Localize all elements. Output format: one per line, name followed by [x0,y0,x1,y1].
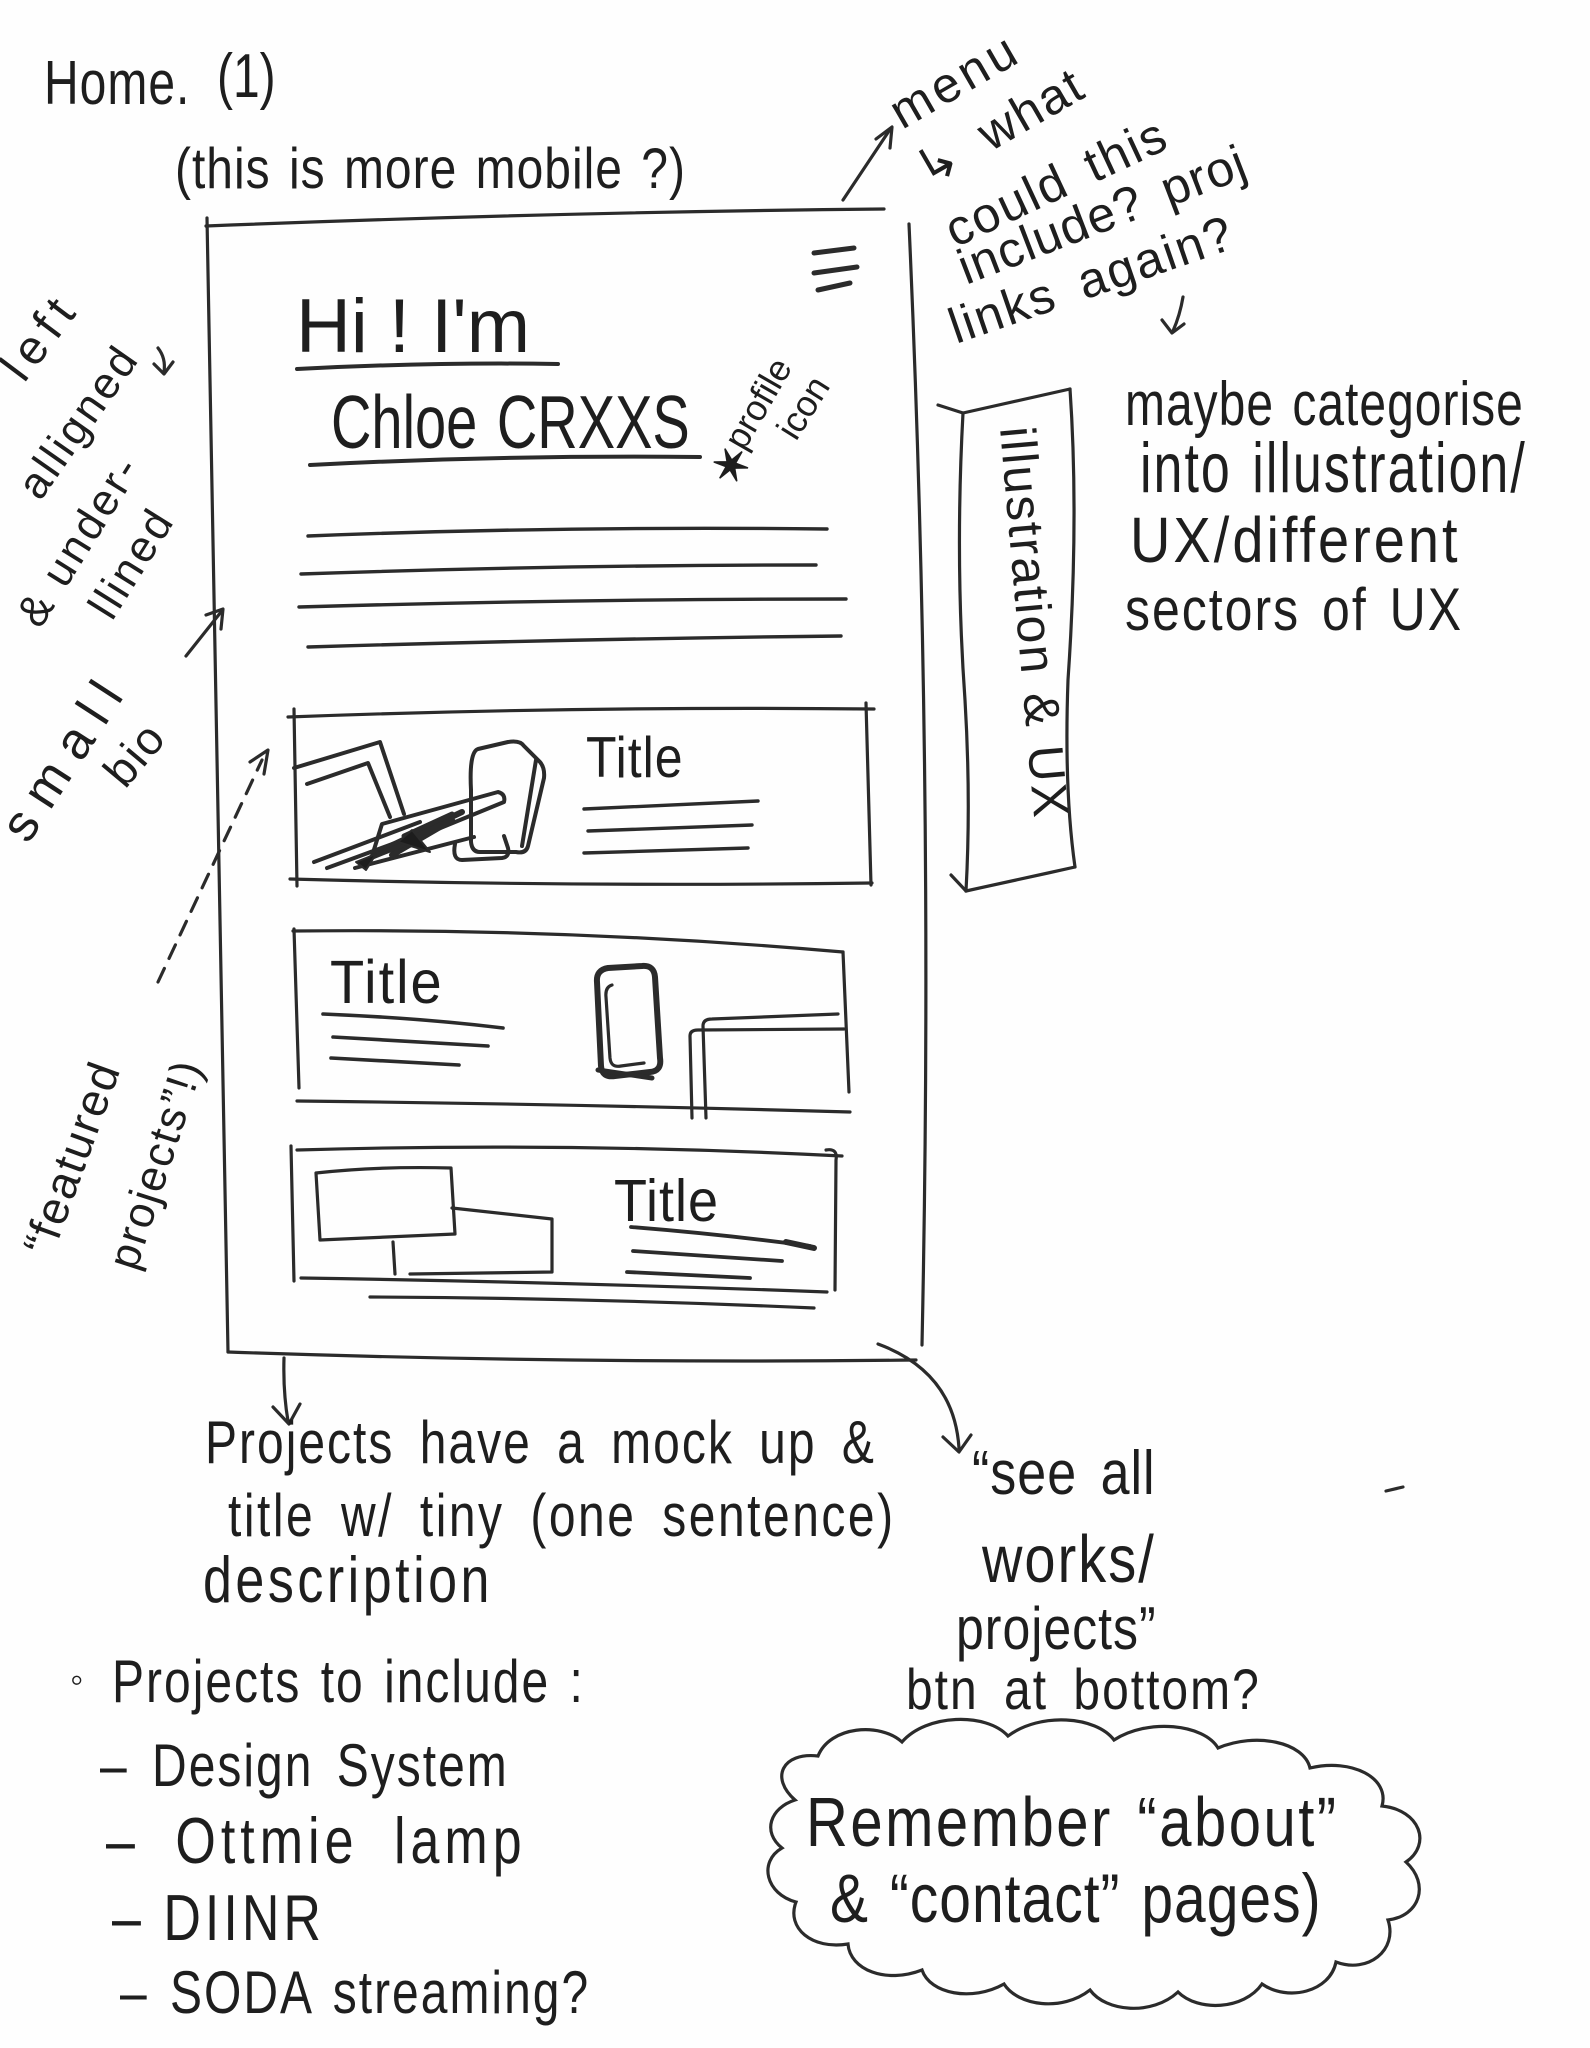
svg-text:sectors of UX: sectors of UX [1125,576,1463,643]
svg-text:Home.: Home. [44,48,190,117]
svg-text:Title: Title [614,1169,719,1235]
svg-text:Projects have a mock up &: Projects have a mock up & [205,1409,876,1476]
svg-text:UX/different: UX/different [1130,503,1461,576]
svg-text:Hi ! I'm: Hi ! I'm [296,284,530,369]
svg-text:(1): (1) [217,41,276,110]
svg-text:maybe categorise: maybe categorise [1125,369,1524,438]
svg-text:– Design System: – Design System [100,1732,509,1799]
svg-text:– SODA streaming?: – SODA streaming? [120,1959,590,2026]
svg-text:& “contact” pages): & “contact” pages) [830,1861,1322,1937]
svg-text:◦: ◦ [70,1659,83,1701]
svg-text:Title: Title [586,726,684,790]
svg-text:(this is more mobile ?): (this is more mobile ?) [175,137,686,201]
svg-text:Projects to include :: Projects to include : [112,1648,585,1715]
svg-text:into illustration/: into illustration/ [1140,429,1527,507]
svg-text:projects”: projects” [956,1595,1157,1662]
svg-text:– Ottmie lamp: – Ottmie lamp [106,1806,527,1878]
svg-text:Title: Title [330,949,444,1017]
svg-text:description: description [203,1545,493,1617]
svg-text:“see all: “see all [972,1439,1156,1509]
svg-text:Remember “about”: Remember “about” [806,1783,1339,1861]
svg-text:works/: works/ [981,1522,1156,1597]
svg-text:– DIINR: – DIINR [112,1883,325,1955]
svg-text:title w/ tiny (one sentence): title w/ tiny (one sentence) [228,1482,896,1549]
svg-text:btn at bottom?: btn at bottom? [906,1658,1261,1722]
svg-text:Chloe CRXXS: Chloe CRXXS [331,381,690,465]
